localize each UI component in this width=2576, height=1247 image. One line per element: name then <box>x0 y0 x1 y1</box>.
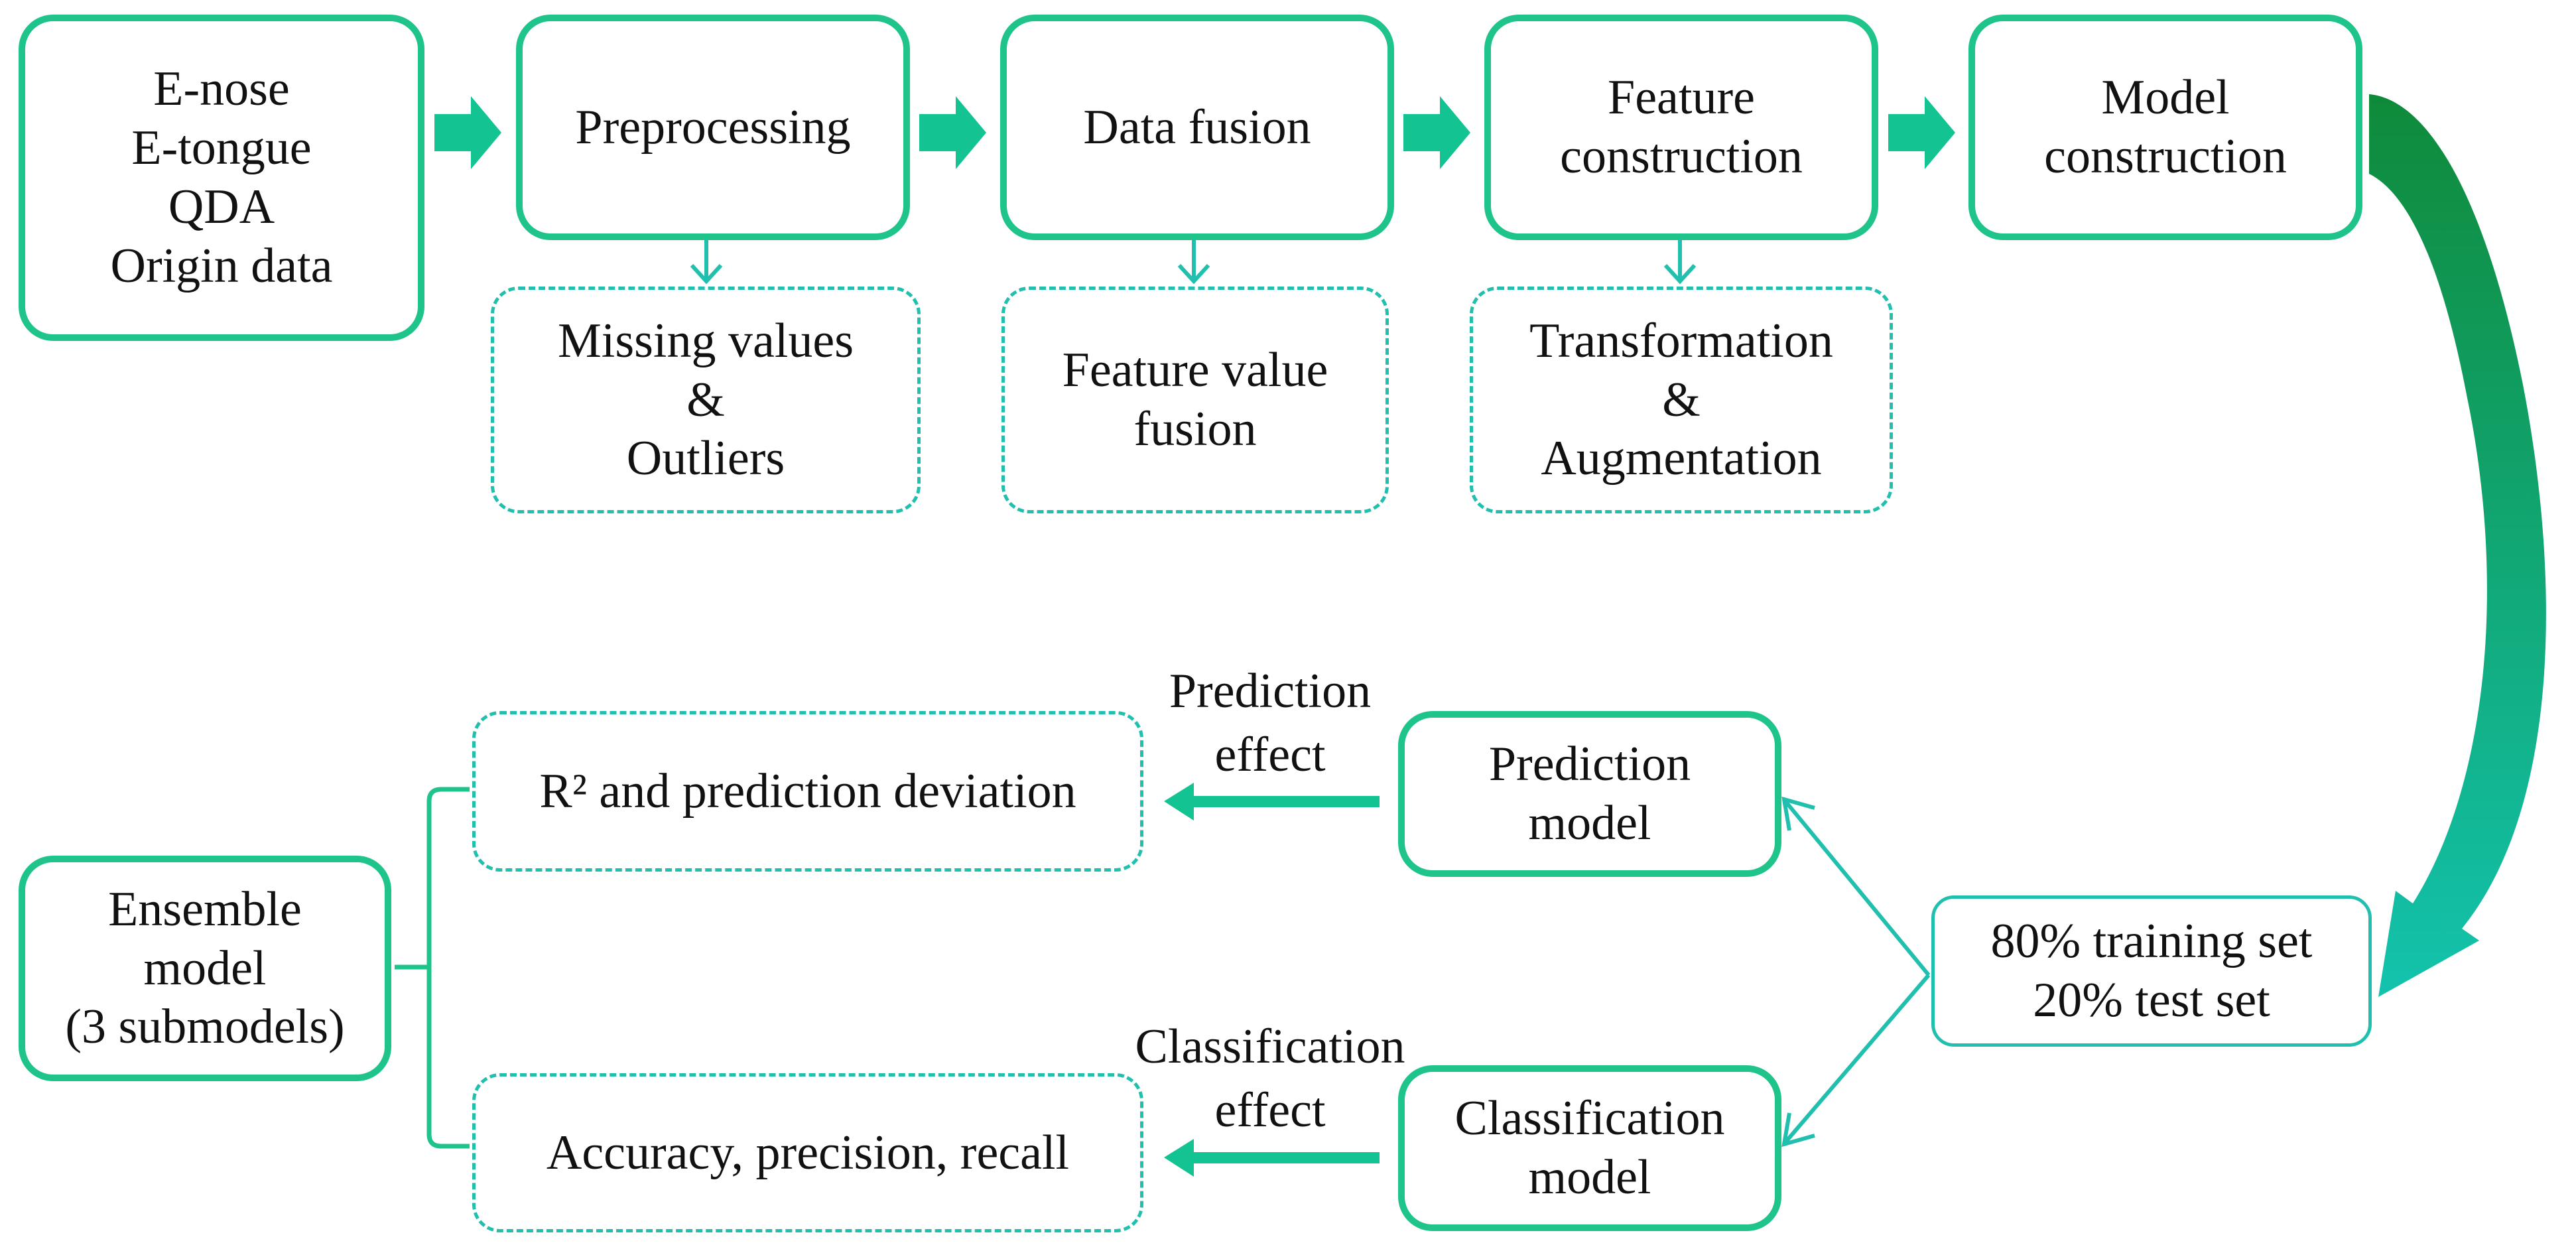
data-fusion-detail-line-2: fusion <box>1133 402 1257 456</box>
data-fusion-detail-box: Feature value fusion <box>1001 287 1389 513</box>
preprocessing-detail-box: Missing values & Outliers <box>491 287 921 513</box>
model-construction-line-2: construction <box>2044 129 2287 184</box>
flow-arrow-2 <box>919 96 986 169</box>
prediction-effect-line-1: Prediction <box>1169 664 1372 718</box>
data-fusion-box: Data fusion <box>1000 15 1394 240</box>
down-arrow-data-fusion <box>1177 239 1210 285</box>
classification-model-line-2: model <box>1528 1150 1651 1205</box>
preprocessing-box: Preprocessing <box>516 15 910 240</box>
origin-data-box: E-nose E-tongue QDA Origin data <box>19 15 424 341</box>
feature-construction-box: Feature construction <box>1484 15 1878 240</box>
origin-line-4: Origin data <box>110 238 333 293</box>
classification-effect-line-1: Classification <box>1135 1019 1405 1074</box>
split-line-1: 80% training set <box>1990 914 2313 969</box>
ensemble-line-1: Ensemble <box>108 882 302 937</box>
prediction-model-box: Prediction model <box>1398 711 1781 877</box>
prediction-model-line-1: Prediction <box>1488 737 1691 792</box>
classification-metrics-box: Accuracy, precision, recall <box>472 1073 1143 1232</box>
split-connectors <box>1781 796 1931 1148</box>
feature-construction-line-1: Feature <box>1608 70 1755 125</box>
data-fusion-detail-line-1: Feature value <box>1062 343 1328 398</box>
flow-arrow-3 <box>1403 96 1470 169</box>
preprocessing-detail-line-1: Missing values <box>557 313 854 368</box>
data-fusion-label: Data fusion <box>1083 99 1311 155</box>
ensemble-line-2: model <box>143 941 267 996</box>
origin-line-2: E-tongue <box>131 121 312 176</box>
curved-arrow <box>2369 94 2546 997</box>
prediction-model-line-2: model <box>1528 796 1651 850</box>
down-arrow-feature-construction <box>1663 239 1697 285</box>
flow-arrow-4 <box>1888 96 1955 169</box>
origin-line-3: QDA <box>168 180 275 234</box>
prediction-effect-label: Prediction effect <box>1121 659 1419 787</box>
preprocessing-label: Preprocessing <box>575 99 851 155</box>
classification-model-box: Classification model <box>1398 1065 1781 1231</box>
classification-effect-arrow <box>1164 1139 1380 1177</box>
preprocessing-detail-line-2: & <box>686 372 725 427</box>
ensemble-bracket <box>395 787 470 1149</box>
classification-metrics-label: Accuracy, precision, recall <box>546 1125 1070 1180</box>
feature-construction-line-2: construction <box>1560 129 1803 184</box>
feature-construction-detail-box: Transformation & Augmentation <box>1470 287 1893 513</box>
ensemble-line-3: (3 submodels) <box>65 1000 345 1055</box>
classification-model-line-1: Classification <box>1454 1091 1725 1146</box>
model-construction-line-1: Model <box>2101 70 2230 125</box>
prediction-effect-arrow <box>1164 783 1380 820</box>
feature-detail-line-1: Transformation <box>1529 313 1833 368</box>
model-construction-box: Model construction <box>1968 15 2362 240</box>
classification-effect-line-2: effect <box>1214 1083 1326 1138</box>
down-arrow-preprocessing <box>690 239 723 285</box>
prediction-metrics-box: R² and prediction deviation <box>472 711 1143 872</box>
prediction-effect-line-2: effect <box>1214 728 1326 783</box>
feature-detail-line-2: & <box>1662 372 1701 427</box>
split-line-2: 20% test set <box>2033 973 2270 1027</box>
origin-line-1: E-nose <box>153 62 290 117</box>
prediction-metrics-label: R² and prediction deviation <box>539 763 1076 819</box>
dataset-split-box: 80% training set 20% test set <box>1931 895 2372 1047</box>
preprocessing-detail-line-3: Outliers <box>626 431 785 486</box>
ensemble-model-box: Ensemble model (3 submodels) <box>19 856 391 1081</box>
classification-effect-label: Classification effect <box>1101 1015 1439 1142</box>
flow-arrow-1 <box>434 96 501 169</box>
feature-detail-line-3: Augmentation <box>1541 431 1822 486</box>
